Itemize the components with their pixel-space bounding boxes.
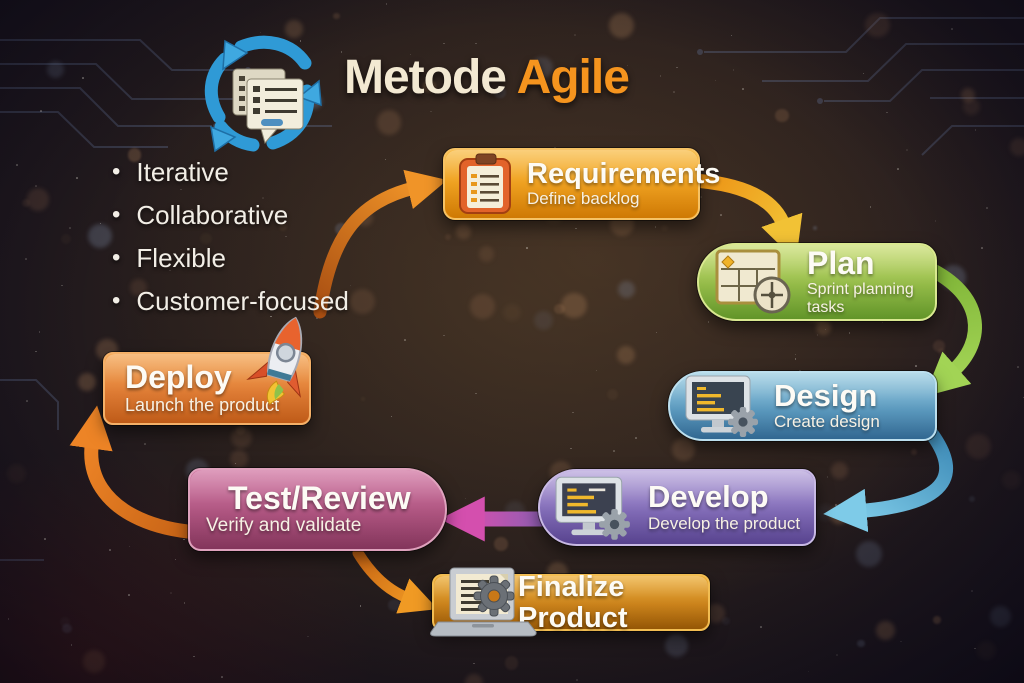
clipboard-icon (459, 153, 511, 214)
feature-item: Collaborative (112, 201, 349, 231)
arrow-requirements-to-plan (693, 174, 803, 261)
feature-item: Customer-focused (112, 287, 348, 317)
planning-board-icon (715, 249, 791, 314)
monitor-gear-icon (685, 375, 758, 437)
node-subtitle: Develop the product (648, 513, 801, 533)
page-title: Metode Agile (344, 50, 630, 105)
node-title: Develop (648, 479, 769, 515)
node-subtitle: Sprint planning tasks (807, 280, 914, 316)
monitor-gear-icon (555, 476, 630, 540)
node-title: Plan (807, 245, 875, 282)
title-word-agile: Agile (516, 51, 630, 104)
feature-list: Iterative Collaborative Flexible Custome… (112, 158, 349, 330)
rocket-icon (246, 316, 303, 406)
feature-item: Iterative (112, 158, 349, 188)
node-develop: Develop Develop the product (538, 469, 816, 546)
node-plan: Plan Sprint planning tasks (697, 243, 937, 321)
title-word-metode: Metode (344, 51, 507, 104)
node-title: Deploy (125, 359, 232, 396)
feature-item: Flexible (112, 244, 349, 274)
node-title: Requirements (527, 157, 721, 190)
arrow-plan-to-design (921, 261, 982, 397)
node-title: Test/Review (228, 479, 411, 516)
arrow-test-to-finalize (352, 547, 438, 614)
node-design: Design Create design (668, 371, 937, 441)
node-test-review: Test/Review Verify and validate (188, 468, 447, 551)
laptop-gear-icon (430, 567, 537, 637)
node-title: Design (774, 377, 878, 413)
node-requirements: Requirements Define backlog (443, 148, 720, 220)
node-subtitle: Launch the product (125, 394, 280, 415)
node-subtitle: Create design (774, 412, 880, 432)
node-title: Finalize Product (518, 571, 628, 634)
node-deploy: Deploy Launch the product (103, 316, 311, 425)
cycle-documents-icon (204, 35, 322, 153)
node-subtitle: Define backlog (527, 189, 640, 209)
node-subtitle: Verify and validate (206, 515, 362, 537)
node-finalize-product: Finalize Product (430, 567, 710, 637)
